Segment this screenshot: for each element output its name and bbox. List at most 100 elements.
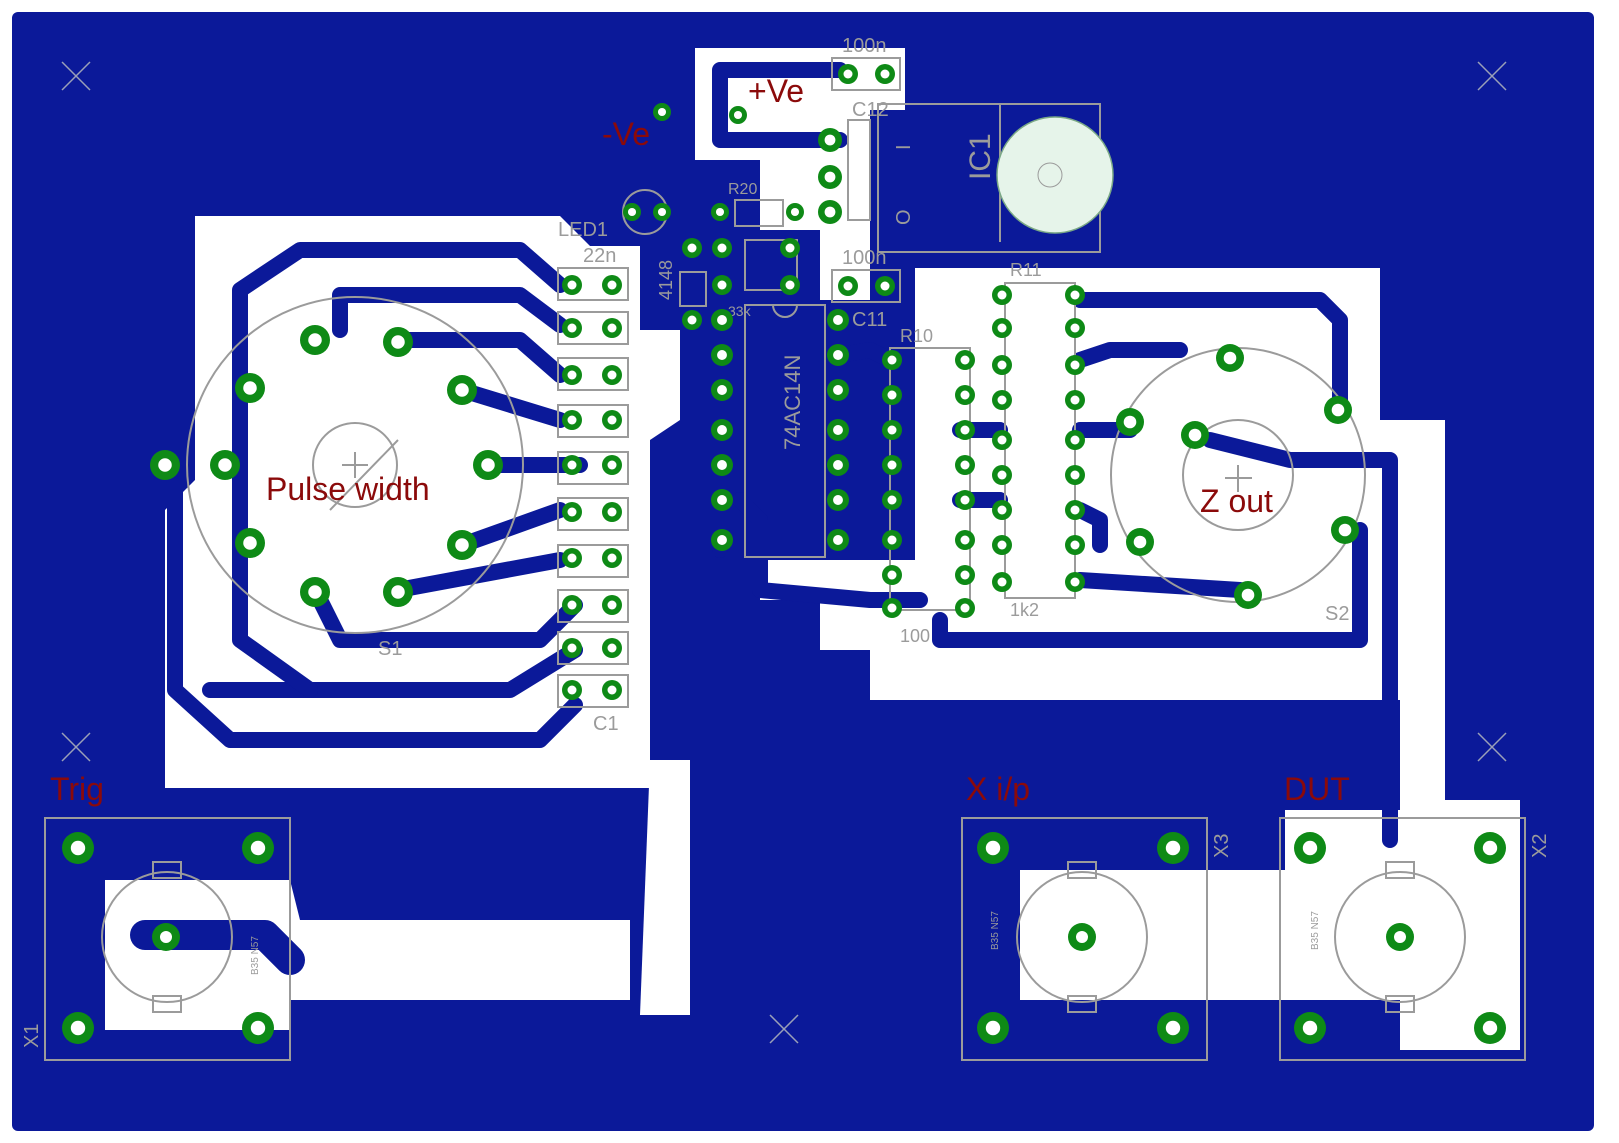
trig-label: Trig [50,771,104,807]
diode-value: 4148 [656,260,676,300]
ic-pin-hole [833,535,843,545]
c1-pad-hole [567,507,577,517]
c11-pad-hole [880,281,890,291]
regulator-ic1: IC1 I O [847,103,1114,253]
c1-pad-hole [567,600,577,610]
capacitor-array-c1: C1 22n [557,245,629,735]
s1-pad-hole [218,458,232,472]
r10-value: 100 [900,626,930,646]
ic-pin-hole [717,425,727,435]
part-pad-hole [785,280,795,290]
r20-pad-hole [790,207,800,217]
c1-pad-hole [607,323,617,333]
c1-pad-hole [567,553,577,563]
bnc-mount-pad-hole [1302,1020,1318,1036]
dut-label: DUT [1284,771,1350,807]
ic-pin-hole [717,315,727,325]
bnc-x2: X2 B35 N57 [1279,817,1551,1061]
r11-pad-hole [1070,505,1080,515]
x1-part-label: B35 N57 [250,936,261,975]
c1-pad-hole [567,685,577,695]
s2-label: S2 [1325,603,1349,625]
r10-pad-hole [960,495,970,505]
r11-pad-hole [1070,577,1080,587]
s1-label: S1 [378,638,402,660]
resistor-array-r10: R10 100 [889,326,971,646]
s1-pad-hole [243,381,257,395]
z-out-label: Z out [1200,483,1273,519]
ic-pin-hole [717,535,727,545]
c1-pad-hole [607,460,617,470]
r11-pad-hole [997,505,1007,515]
s2-pad-hole [1123,415,1137,429]
bnc-mount-pad-hole [1165,840,1181,856]
r10-pad-hole [887,390,897,400]
part-pad-hole [687,315,697,325]
ic1-pin-hole [824,171,836,183]
ic-pin-hole [833,350,843,360]
r11-pad-hole [1070,290,1080,300]
bnc-mount-pad-hole [1165,1020,1181,1036]
r11-pad-hole [997,540,1007,550]
x-ip-label: X i/p [966,771,1030,807]
c12-label: C12 [852,99,889,121]
r11-pad-hole [1070,395,1080,405]
r11-value: 1k2 [1010,600,1039,620]
r10-pad-hole [887,495,897,505]
s2-pad-hole [1331,403,1345,417]
ic-pin-hole [833,315,843,325]
r10-pad-hole [887,460,897,470]
bnc-mount-pad-hole [1482,840,1498,856]
x1-center-pad-hole [160,931,172,943]
logic-ic-74ac14n: 74AC14N [744,304,826,558]
bnc-x1: X1 B35 N57 [21,817,291,1061]
r11-pad-hole [1070,323,1080,333]
s2-pad-hole [1241,588,1255,602]
ic-pin-hole [717,495,727,505]
part-pad-hole [717,243,727,253]
r11-pad-hole [997,435,1007,445]
bnc-mount-pad-hole [70,840,86,856]
bnc-mount-pad-hole [250,1020,266,1036]
c-top-value: 22n [583,245,616,267]
c1-pad-hole [567,370,577,380]
r11-pad-hole [1070,435,1080,445]
bnc-mount-pad-hole [70,1020,86,1036]
mounting-marks [61,61,1507,1044]
part-pad-hole [717,280,727,290]
c1-pad-hole [607,370,617,380]
x3-center-pad-hole [1076,931,1088,943]
c1-pad-hole [607,600,617,610]
r11-pad-hole [997,290,1007,300]
r20-label: R20 [728,181,757,198]
s2-pad-hole [1223,351,1237,365]
x2-center-pad-hole [1394,931,1406,943]
s2-pad-hole [1338,523,1352,537]
s1-pad-hole [243,536,257,550]
board-labels: +Ve -Ve Pulse width Z out Trig X i/p DUT [50,73,1350,807]
svg-text:I: I [893,144,915,150]
switch-s1: S1 [186,296,524,660]
r10-pad-hole [960,535,970,545]
bnc-mount-pad-hole [1302,840,1318,856]
c1-pad-hole [567,280,577,290]
ic2-part-label: 74AC14N [780,355,805,450]
s1-pad-hole [158,458,172,472]
ic-pin-hole [717,350,727,360]
neg-ve-label: -Ve [602,116,650,152]
r11-pad-hole [1070,360,1080,370]
s1-pad-hole [455,538,469,552]
x1-label: X1 [21,1024,43,1048]
s2-pad-hole [1188,428,1202,442]
r10-pad-hole [960,603,970,613]
r11-pad-hole [997,470,1007,480]
c12-pad-hole [880,69,890,79]
c12-value: 100n [842,35,887,57]
bnc-mount-pad-hole [985,840,1001,856]
ic1-pin-hole [824,206,836,218]
pad-layer [62,64,1506,1044]
r10-label: R10 [900,326,933,346]
r10-pad-hole [960,390,970,400]
s2-pad-hole [1133,535,1147,549]
